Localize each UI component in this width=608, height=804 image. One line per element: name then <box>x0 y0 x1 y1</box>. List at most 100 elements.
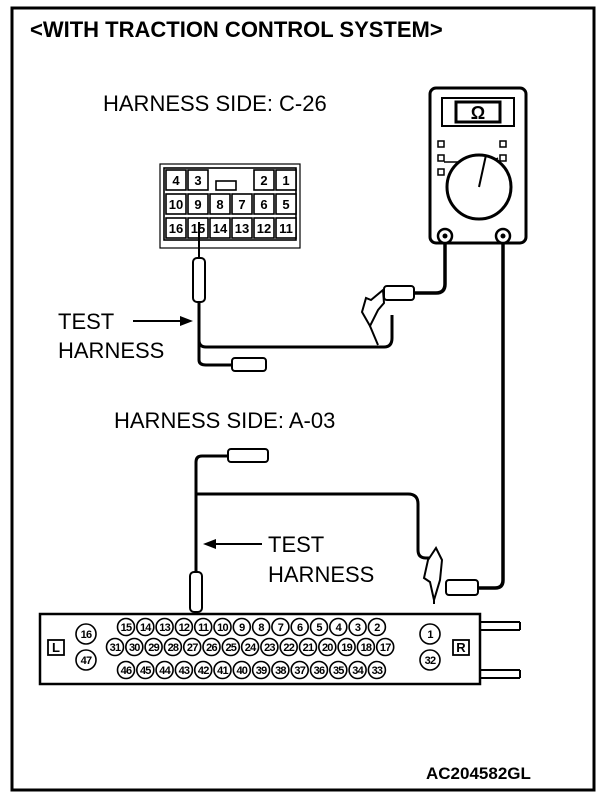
a03-pin-label: 18 <box>361 642 372 654</box>
a03-pin-label: 26 <box>206 642 217 654</box>
figure-title: <WITH TRACTION CONTROL SYSTEM> <box>30 17 443 42</box>
a03-pin-label: 25 <box>225 642 236 654</box>
a03-pin-label: 39 <box>256 665 267 677</box>
a03-pin-label: 9 <box>239 622 245 634</box>
test-harness-lower-line1: TEST <box>268 532 324 557</box>
a03-pin-label: 14 <box>140 622 152 634</box>
a03-pin-circle <box>328 617 348 637</box>
a03-pin-label: 41 <box>217 665 228 677</box>
side-marker-left-label: L <box>52 640 60 655</box>
a03-pin-label: 46 <box>121 665 132 677</box>
c26-pin-label: 5 <box>282 197 289 212</box>
a03-pin-circle <box>144 637 163 657</box>
a03-pin-label: 43 <box>179 665 190 677</box>
a03-pin-label: 45 <box>140 665 151 677</box>
a03-pin-label: 3 <box>355 622 361 634</box>
c26-pin-label: 7 <box>238 197 245 212</box>
test-harness-lower-line2: HARNESS <box>268 562 374 587</box>
c26-pin-cell <box>253 169 275 191</box>
a03-pin-circle <box>232 617 252 637</box>
a03-pin-circle <box>174 660 194 680</box>
a03-side-pin-label: 16 <box>81 629 92 641</box>
c26-pin-cell <box>275 169 297 191</box>
a03-pin-circle <box>155 617 174 637</box>
a03-pin-circle <box>251 617 271 637</box>
connector-c26: 43211098765161514131211 <box>159 163 301 249</box>
a03-test-harness <box>189 448 432 640</box>
alligator-clip-lower <box>422 546 444 604</box>
a03-pin-label: 40 <box>236 665 247 677</box>
a03-pin-label: 19 <box>341 642 352 654</box>
c26-pin-label: 8 <box>216 197 223 212</box>
a03-pin-circle <box>116 617 136 637</box>
test-harness-upper-line1: TEST <box>58 309 114 334</box>
a03-pin-label: 17 <box>380 642 391 654</box>
a03-pin-circle <box>193 617 213 637</box>
a03-pin-circle <box>290 660 310 680</box>
a03-pin-circle <box>375 637 395 657</box>
c26-pin-label: 9 <box>194 197 201 212</box>
test-harness-upper-line2: HARNESS <box>58 338 164 363</box>
a03-pin-circle <box>193 660 213 680</box>
a03-pin-label: 13 <box>159 622 170 634</box>
a03-pin-circle <box>105 637 125 657</box>
a03-pin-circle <box>348 660 367 680</box>
a03-pin-label: 20 <box>322 642 333 654</box>
a03-side-pin-circle <box>419 623 441 645</box>
a03-pin-circle <box>337 637 356 657</box>
c26-pin-cell <box>231 193 253 215</box>
alligator-clip-upper <box>360 285 415 346</box>
a03-pin-circle <box>271 660 290 680</box>
c26-pin-cell <box>231 217 253 239</box>
a03-pin-label: 2 <box>374 622 380 634</box>
a03-side-pin-circle <box>419 649 441 671</box>
a03-side-pin-circle <box>75 623 97 645</box>
ohm-symbol: Ω <box>471 103 485 123</box>
c26-pin-label: 13 <box>235 221 249 236</box>
a03-pin-circle <box>298 637 318 657</box>
a03-pin-circle <box>232 660 252 680</box>
a03-pin-circle <box>182 637 202 657</box>
c26-pin-cell <box>253 193 275 215</box>
a03-pin-label: 33 <box>372 665 383 677</box>
c26-pin-label: 4 <box>172 173 180 188</box>
c26-pin-label: 3 <box>194 173 201 188</box>
meter-lead-right <box>478 243 505 590</box>
a03-pin-label: 5 <box>316 622 322 634</box>
c26-pin-label: 16 <box>169 221 183 236</box>
a03-pin-label: 38 <box>275 665 286 677</box>
a03-pin-label: 10 <box>217 622 228 634</box>
a03-pin-label: 7 <box>278 622 284 634</box>
outer-frame <box>10 6 596 792</box>
a03-pin-label: 27 <box>187 642 198 654</box>
c26-pin-label: 2 <box>260 173 267 188</box>
a03-pin-circle <box>213 660 232 680</box>
arrow-upper-icon <box>180 316 193 326</box>
a03-pin-label: 29 <box>148 642 159 654</box>
a03-pin-circle <box>279 637 299 657</box>
c26-pin-cell <box>165 217 187 239</box>
a03-pin-label: 11 <box>198 622 209 634</box>
a03-pin-circle <box>136 617 155 637</box>
a03-pin-circle <box>317 637 337 657</box>
a03-pin-circle <box>309 660 329 680</box>
a03-pin-label: 15 <box>121 622 132 634</box>
a03-pin-circle <box>240 637 260 657</box>
a03-pin-label: 42 <box>198 665 209 677</box>
a03-pin-circle <box>202 637 221 657</box>
a03-pin-label: 31 <box>110 642 121 654</box>
a03-pin-label: 4 <box>336 622 343 634</box>
c26-pin-label: 11 <box>279 221 293 236</box>
a03-side-pin-label: 32 <box>425 655 436 667</box>
a03-pin-circle <box>271 617 290 637</box>
a03-side-pin-circle <box>75 649 97 671</box>
a03-pin-circle <box>125 637 144 657</box>
c26-pin-cell <box>209 193 231 215</box>
harness-c26-label: HARNESS SIDE: C-26 <box>103 91 327 116</box>
c26-pin-cell <box>165 169 187 191</box>
side-marker-right-label: R <box>456 640 466 655</box>
c26-pin-cell <box>275 217 297 239</box>
a03-pin-circle <box>213 617 232 637</box>
side-marker-left <box>47 639 65 656</box>
